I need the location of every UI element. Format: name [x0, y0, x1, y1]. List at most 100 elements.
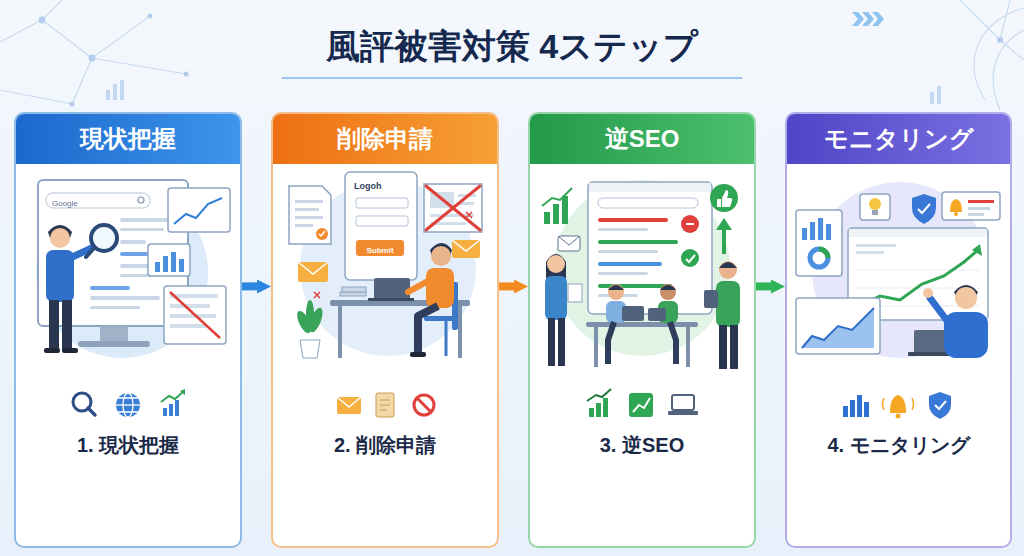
removal-illustration [316, 228, 328, 240]
seo-illustration [562, 196, 568, 224]
monitoring-illustration [912, 194, 936, 224]
network-decoration [960, 0, 1024, 60]
network-dot [184, 72, 189, 77]
monitoring-illustration [818, 218, 823, 240]
monitoring-icons [912, 398, 914, 410]
research-illustration [120, 240, 146, 244]
step-arrow [499, 282, 514, 290]
seo-icons [668, 411, 698, 415]
seo-illustration [686, 223, 694, 225]
step-label: 4. モニタリング [827, 434, 969, 456]
removal-illustration [306, 300, 314, 328]
network-dot [39, 17, 46, 24]
removal-illustration [295, 208, 319, 211]
removal-icons [414, 395, 434, 415]
monitoring-illustration [802, 308, 874, 348]
monitoring-icons [883, 398, 914, 410]
step-label: 3. 逆SEO [600, 434, 684, 456]
removal-icons [380, 405, 390, 406]
removal-illustration [295, 224, 313, 227]
seo-illustration [719, 325, 727, 369]
research-icons [161, 391, 184, 402]
seo-illustration [558, 236, 580, 245]
seo-icons [629, 393, 653, 417]
seo-illustration [586, 322, 698, 327]
seo-illustration [608, 322, 614, 364]
removal-illustration [408, 280, 430, 292]
removal-illustration [424, 184, 482, 232]
removal-illustration [426, 186, 480, 230]
seo-icons [633, 398, 650, 412]
removal-illustration [426, 268, 454, 308]
bar-decoration [106, 80, 941, 104]
step-card: モニタリング 4. モニタリング [785, 112, 1012, 548]
removal-illustration [340, 287, 366, 296]
monitoring-illustration [918, 204, 930, 213]
seo-illustration [568, 284, 582, 302]
seo-illustration [716, 281, 740, 327]
monitoring-illustration [826, 224, 831, 240]
monitoring-illustration [856, 244, 896, 247]
removal-icons [380, 400, 390, 410]
monitoring-icons [843, 395, 869, 417]
monitoring-icons [857, 395, 862, 417]
removal-illustration [418, 306, 438, 354]
removal-illustration [452, 240, 480, 251]
step-label-box: 1. 現状把握 [16, 432, 240, 458]
seo-illustration [588, 182, 712, 314]
monitoring-illustration [872, 210, 878, 215]
seo-illustration [660, 284, 676, 300]
monitoring-icons [864, 402, 869, 417]
seo-illustration [554, 180, 730, 356]
network-dot [39, 14, 1004, 107]
removal-illustration [314, 292, 320, 298]
card-panel [14, 112, 1012, 548]
monitoring-illustration [954, 212, 958, 216]
step-title: モニタリング [824, 124, 974, 154]
seo-illustration [598, 240, 678, 244]
seo-illustration [660, 285, 676, 290]
monitoring-illustration [942, 192, 1000, 220]
monitoring-illustration [810, 222, 815, 240]
step-title: 削除申請 [337, 124, 433, 154]
step-label-box: 4. モニタリング [787, 432, 1010, 458]
removal-illustration [295, 200, 323, 203]
monitoring-icons [883, 398, 885, 410]
removal-illustration [458, 306, 462, 358]
monitoring-illustration [849, 229, 987, 237]
removal-illustration [294, 300, 325, 335]
monitoring-illustration [968, 213, 984, 216]
title-underline [282, 77, 742, 79]
removal-illustration [445, 321, 448, 356]
seo-illustration [670, 322, 676, 364]
removal-icons [380, 410, 387, 411]
research-icons [169, 404, 173, 416]
seo-illustration [544, 212, 550, 224]
research-illustration [179, 259, 184, 272]
research-illustration [90, 306, 140, 309]
research-illustration [170, 324, 206, 328]
monitoring-icons [929, 392, 951, 419]
seo-illustration [544, 196, 568, 224]
bar-decoration [120, 80, 124, 100]
search-logo-text: Google [52, 197, 78, 210]
research-icons [116, 393, 140, 417]
bar-decoration [937, 86, 941, 104]
network-dot [997, 37, 1003, 43]
seo-illustration [686, 255, 695, 262]
research-illustration [163, 256, 168, 272]
chevron-decoration [852, 12, 864, 26]
removal-illustration [340, 292, 366, 296]
research-illustration [49, 300, 59, 350]
removal-illustration [289, 172, 482, 358]
step-header: モニタリング [787, 114, 1010, 164]
seo-icons [589, 398, 608, 417]
removal-illustration [295, 200, 323, 227]
research-illustration [62, 348, 78, 353]
seo-icons [596, 403, 601, 417]
seo-icons [672, 395, 694, 410]
label-box: Google [52, 194, 78, 207]
network-dot [89, 55, 96, 62]
removal-illustration [356, 240, 404, 256]
